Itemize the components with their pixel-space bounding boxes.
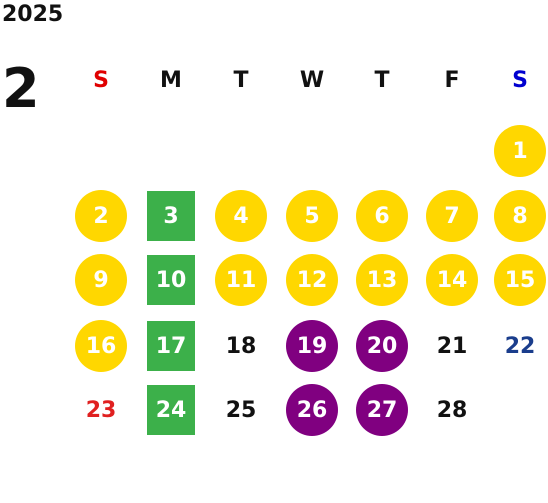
calendar-day-number: 9 [93,267,109,293]
calendar-day[interactable]: 1 [494,125,546,177]
calendar-day-number: 26 [296,397,328,423]
calendar-day[interactable]: 2 [75,190,127,242]
calendar-day[interactable]: 6 [356,190,408,242]
calendar-day[interactable]: 22 [494,320,546,372]
calendar-day-number: 10 [155,267,187,293]
calendar-day-number: 27 [366,397,398,423]
calendar-day[interactable]: 13 [356,254,408,306]
calendar-day-number: 28 [436,397,468,423]
calendar-day-number: 23 [85,397,117,423]
calendar-day-number: 21 [436,333,468,359]
calendar-day[interactable]: 8 [494,190,546,242]
calendar-day-number: 22 [504,333,536,359]
weekday-label: W [299,68,325,93]
calendar-day[interactable]: 27 [356,384,408,436]
calendar-day-number: 17 [155,333,187,359]
calendar-day-number: 12 [296,267,328,293]
calendar-day[interactable]: 16 [75,320,127,372]
calendar-day[interactable]: 21 [426,320,478,372]
calendar-day[interactable]: 9 [75,254,127,306]
calendar-day[interactable]: 17 [145,320,197,372]
calendar-day-number: 4 [233,203,249,229]
calendar-day-number: 25 [225,397,257,423]
calendar-day[interactable]: 28 [426,384,478,436]
weekday-label: F [444,68,460,93]
calendar-month: 2 [2,57,40,120]
calendar-day[interactable]: 12 [286,254,338,306]
calendar-day-number: 24 [155,397,187,423]
calendar-day-number: 16 [85,333,117,359]
calendar-day[interactable]: 25 [215,384,267,436]
calendar-day[interactable]: 20 [356,320,408,372]
calendar-day[interactable]: 18 [215,320,267,372]
calendar-day-number: 11 [225,267,257,293]
weekday-label: S [512,68,528,93]
calendar-day-number: 13 [366,267,398,293]
calendar-day-number: 8 [512,203,528,229]
weekday-label: T [374,68,390,93]
calendar-day-number: 6 [374,203,390,229]
calendar-day-number: 2 [93,203,109,229]
calendar-day-number: 15 [504,267,536,293]
calendar-day-number: 5 [304,203,320,229]
calendar-day[interactable]: 11 [215,254,267,306]
calendar-day-number: 20 [366,333,398,359]
calendar-day[interactable]: 3 [145,190,197,242]
calendar-day-number: 1 [512,138,528,164]
calendar-day[interactable]: 7 [426,190,478,242]
calendar-day[interactable]: 14 [426,254,478,306]
calendar-day[interactable]: 4 [215,190,267,242]
calendar-day[interactable]: 24 [145,384,197,436]
calendar-day-number: 7 [444,203,460,229]
calendar-day-number: 19 [296,333,328,359]
calendar-day-number: 14 [436,267,468,293]
calendar-day[interactable]: 15 [494,254,546,306]
calendar-day[interactable]: 26 [286,384,338,436]
calendar-day-number: 18 [225,333,257,359]
calendar-day[interactable]: 23 [75,384,127,436]
weekday-label: S [93,68,109,93]
calendar-year: 2025 [2,2,64,27]
weekday-label: M [160,68,182,93]
calendar-day[interactable]: 5 [286,190,338,242]
calendar-day[interactable]: 19 [286,320,338,372]
weekday-label: T [233,68,249,93]
calendar-day[interactable]: 10 [145,254,197,306]
calendar-day-number: 3 [163,203,179,229]
